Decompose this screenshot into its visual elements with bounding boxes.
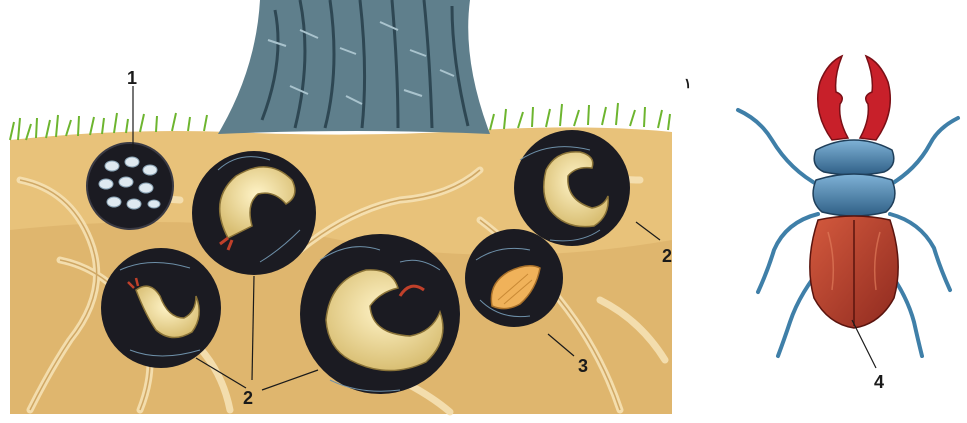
adult-stag-beetle bbox=[738, 56, 958, 356]
label-larva-bottom: 2 bbox=[243, 388, 253, 408]
stray-mark: ١ bbox=[684, 75, 692, 91]
larva-chamber-center bbox=[300, 234, 460, 394]
label-adult: 4 bbox=[874, 372, 884, 392]
tree-trunk bbox=[218, 0, 490, 134]
larva-chamber-lower-left bbox=[101, 248, 221, 368]
label-larva-right: 2 bbox=[662, 246, 672, 266]
label-pupa: 3 bbox=[578, 356, 588, 376]
label-eggs: 1 bbox=[127, 68, 137, 88]
larva-chamber-upper-left bbox=[192, 151, 316, 275]
beetle-head bbox=[814, 140, 894, 175]
larva-chamber-right bbox=[514, 130, 630, 246]
pupa-chamber bbox=[465, 229, 563, 327]
egg-chamber bbox=[87, 143, 173, 229]
beetle-mandibles bbox=[818, 56, 891, 140]
beetle-thorax bbox=[813, 174, 895, 216]
